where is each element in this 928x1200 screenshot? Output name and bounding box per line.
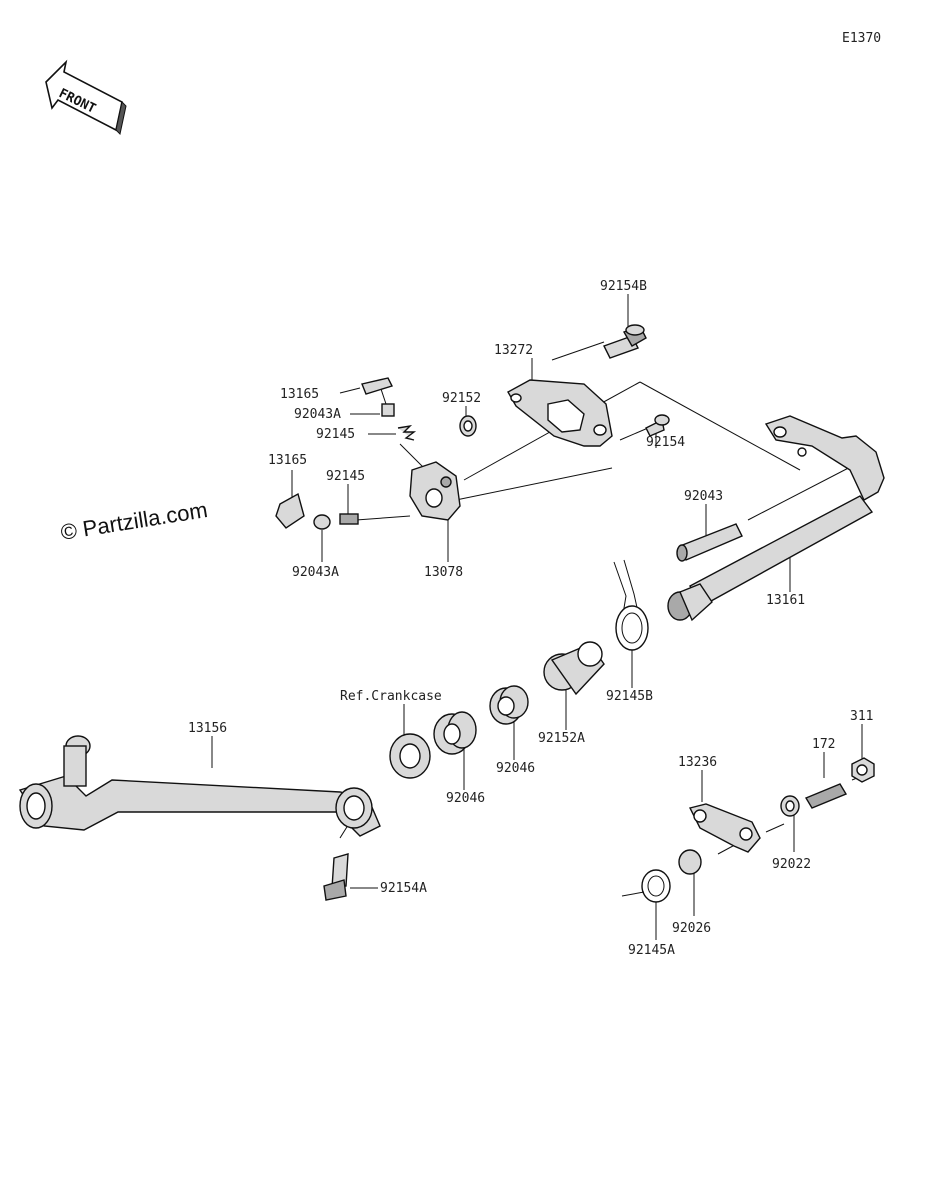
label-92046-right: 92046 <box>496 761 535 776</box>
label-92152A: 92152A <box>538 731 585 746</box>
watermark: © Partzilla.com <box>59 497 209 545</box>
label-92154: 92154 <box>646 435 685 450</box>
bolt-92154B <box>603 324 647 359</box>
seal-ref-crankcase <box>389 733 431 779</box>
label-92043A-bottom: 92043A <box>292 565 339 580</box>
label-13272: 13272 <box>494 343 533 358</box>
label-92154B: 92154B <box>600 279 647 294</box>
label-13165-top: 13165 <box>280 387 319 402</box>
label-92145-top: 92145 <box>316 427 355 442</box>
screw-92154 <box>645 414 670 437</box>
label-92145B: 92145B <box>606 689 653 704</box>
spring-92145-mid <box>339 513 359 525</box>
spring-92145B <box>613 559 649 651</box>
label-13078: 13078 <box>424 565 463 580</box>
shaft-13161 <box>667 415 885 622</box>
front-arrow-icon: FRONT <box>45 59 127 136</box>
pawl-13165-left <box>275 492 305 529</box>
label-92046-left: 92046 <box>446 791 485 806</box>
label-92154A: 92154A <box>380 881 427 896</box>
spring-92145-top <box>397 424 417 441</box>
label-13156: 13156 <box>188 721 227 736</box>
label-13165-left: 13165 <box>268 453 307 468</box>
arm-13236 <box>688 803 761 853</box>
washer-92152 <box>459 415 477 437</box>
label-172: 172 <box>812 737 835 752</box>
label-92022: 92022 <box>772 857 811 872</box>
bearing-92046-left <box>433 711 477 755</box>
label-311: 311 <box>850 709 873 724</box>
label-92152: 92152 <box>442 391 481 406</box>
label-92026: 92026 <box>672 921 711 936</box>
bolt-172 <box>804 783 848 809</box>
pawl-13165-top <box>361 377 393 395</box>
guide-plate-13272 <box>507 379 613 447</box>
label-ref-crankcase: Ref.Crankcase <box>340 689 442 704</box>
bolt-92154A <box>323 853 349 901</box>
collar-92152A <box>543 641 605 696</box>
label-92043: 92043 <box>684 489 723 504</box>
label-92145A: 92145A <box>628 943 675 958</box>
label-13236: 13236 <box>678 755 717 770</box>
washer-92026 <box>678 849 702 875</box>
spring-92145A <box>621 869 671 903</box>
label-92043A-top: 92043A <box>294 407 341 422</box>
label-92145-mid: 92145 <box>326 469 365 484</box>
pin-92043A-top <box>381 403 395 417</box>
pin-92043A-bottom <box>313 514 331 530</box>
bearing-92046-right <box>489 685 529 725</box>
label-13161: 13161 <box>766 593 805 608</box>
ratchet-13078 <box>409 461 461 521</box>
washer-92022 <box>780 795 800 817</box>
diagram-code: E1370 <box>842 31 881 46</box>
nut-311 <box>851 757 875 783</box>
pin-92043 <box>676 523 743 562</box>
shift-pedal-13156 <box>18 735 381 837</box>
